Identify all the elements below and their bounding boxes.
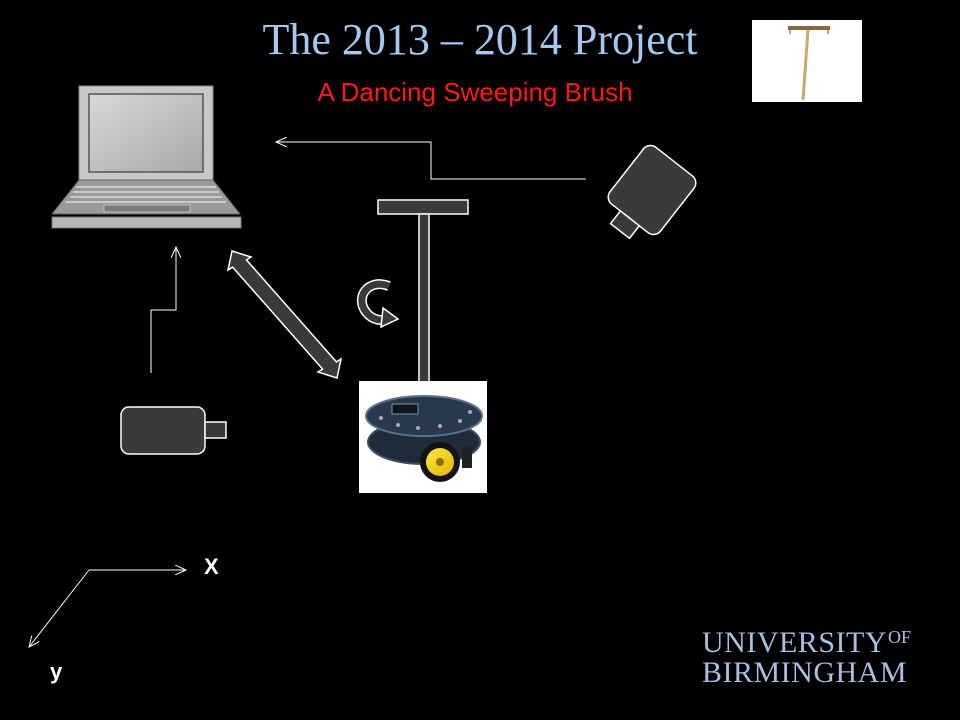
coordinate-axes [29, 570, 186, 647]
logo-line1: UNIVERSITY [702, 626, 887, 659]
laptop-icon [50, 85, 242, 229]
x-axis-label: X [204, 554, 219, 579]
logo-of: OF [888, 627, 912, 647]
university-logo: UNIVERSITYOF BIRMINGHAM [702, 622, 911, 688]
side-camera-icon [120, 406, 227, 455]
overhead-camera-icon [607, 144, 697, 240]
slide-subtitle: A Dancing Sweeping Brush [317, 77, 633, 107]
logo-line2: BIRMINGHAM [702, 656, 908, 689]
camera-to-laptop-arrow [276, 142, 586, 180]
rotation-arrow-icon [356, 279, 400, 329]
y-axis-label: y [50, 659, 63, 684]
laptop-robot-link-arrow [226, 250, 343, 379]
brush-handle [377, 199, 469, 399]
side-camera-to-laptop-arrow [150, 247, 176, 373]
robot-base-image [359, 381, 487, 493]
broom-image [752, 20, 862, 102]
slide-title: The 2013 – 2014 Project [262, 15, 698, 64]
